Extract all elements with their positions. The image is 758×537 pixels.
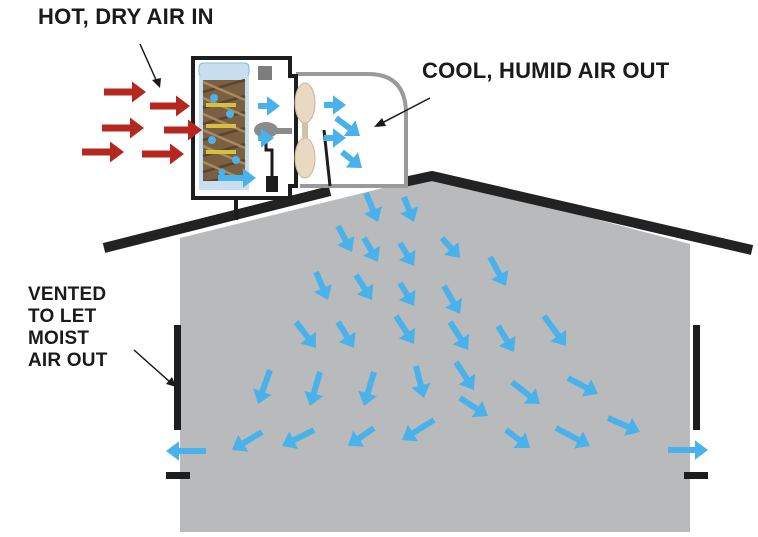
cool-air-arrow-icon [361, 236, 380, 262]
evaporative-pad-icon [199, 76, 249, 190]
cool-air-arrow-icon [439, 235, 460, 258]
hot-air-arrow-icon [150, 95, 190, 117]
cool-air-arrow-icon [441, 284, 463, 314]
cool-humid-air-out-label: COOL, HUMID AIR OUT [422, 58, 670, 83]
vent-right [693, 325, 700, 430]
cool-air-arrow-icon [554, 425, 590, 449]
vented-label: VENTED TO LET MOIST AIR OUT [28, 284, 108, 371]
cool-air-arrow-icon [353, 273, 374, 300]
cool-air-arrow-icon [458, 395, 488, 418]
cool-air-arrow-icon [232, 429, 264, 452]
leader-lines [133, 43, 431, 387]
fan-blade-icon [294, 82, 332, 187]
cool-air-arrow-icon [566, 375, 598, 397]
cool-air-arrow-icon [606, 415, 640, 436]
leader-cool-tip [374, 118, 386, 127]
cool-air-arrow-icon [348, 425, 376, 447]
cool-air-arrow-icon [397, 241, 416, 266]
vent-left [174, 325, 181, 430]
cool-air-arrow-icon [304, 371, 324, 406]
leader-hot [139, 43, 158, 83]
hot-dry-air-in-label: HOT, DRY AIR IN [38, 4, 214, 29]
cool-air-arrow-icon [324, 95, 346, 115]
cooler-stand [234, 198, 238, 220]
cool-air-arrow-icon [282, 427, 316, 449]
cool-air-arrow-icon [340, 149, 362, 168]
cool-air-arrows [166, 95, 708, 461]
cool-air-arrow-icon [335, 224, 355, 252]
cool-air-arrow-icon [324, 128, 346, 148]
cool-air-arrow-icon [447, 320, 470, 350]
cool-air-arrow-icon [487, 255, 509, 286]
hot-air-arrow-icon [102, 117, 144, 139]
cool-air-arrow-icon [510, 379, 540, 404]
building-interior [180, 176, 690, 532]
water-trough-top [198, 62, 250, 78]
cool-air-arrow-icon [258, 96, 280, 116]
cool-air-arrow-icon [358, 371, 378, 406]
cool-air-arrow-icon [400, 195, 419, 222]
cool-air-arrow-icon [541, 314, 567, 346]
cool-air-arrow-icon [495, 324, 516, 352]
hot-air-arrow-icon [104, 81, 146, 103]
cool-air-arrow-icon [397, 281, 416, 306]
cool-air-arrow-icon [668, 440, 708, 460]
vent-left-ledge [166, 472, 190, 479]
cool-air-arrow-icon [258, 128, 274, 148]
leader-vent [133, 349, 171, 383]
roof-right [402, 170, 754, 255]
cool-air-arrow-icon [393, 314, 416, 344]
hot-air-arrow-icon [164, 119, 202, 141]
vent-right-ledge [684, 472, 708, 479]
hot-air-arrow-icon [82, 141, 124, 163]
leader-hot-tip [152, 78, 161, 88]
cool-air-arrow-icon [335, 320, 356, 348]
cool-air-arrow-icon [166, 441, 206, 461]
cool-air-arrow-icon [363, 191, 383, 222]
cool-air-arrow-icon [402, 417, 436, 442]
cool-air-arrow-icon [334, 115, 360, 136]
cool-air-arrow-icon [293, 320, 316, 348]
cool-air-arrow-icon [253, 369, 273, 404]
leader-cool [379, 97, 431, 125]
cool-air-arrow-icon [504, 427, 530, 448]
roof-left [102, 186, 332, 253]
leader-vent-tip [166, 377, 176, 387]
cool-air-arrow-icon [411, 365, 431, 398]
hot-air-arrows [82, 81, 202, 165]
cool-air-arrow-icon [313, 270, 332, 300]
cool-air-arrow-icon [218, 168, 256, 188]
hot-air-arrow-icon [142, 143, 184, 165]
cool-air-arrow-icon [453, 360, 476, 390]
